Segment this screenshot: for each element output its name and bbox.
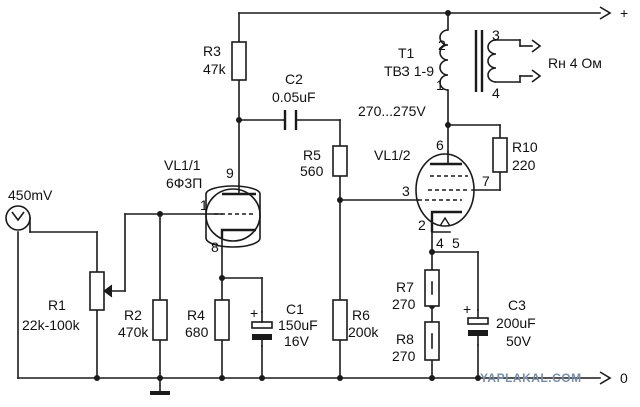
r8-ref: R8 xyxy=(396,331,414,347)
r6-ref: R6 xyxy=(352,307,370,323)
r8-value: 270 xyxy=(392,348,416,364)
r5-resistor xyxy=(332,145,348,177)
power-plus-label: + xyxy=(620,5,628,21)
vl1-ref: VL1/1 xyxy=(164,157,201,173)
r10-value: 220 xyxy=(512,157,536,173)
c2-value: 0.05uF xyxy=(272,89,316,105)
vl2-pin-7: 7 xyxy=(482,173,490,189)
t1-model: ТВЗ 1-9 xyxy=(384,63,434,79)
r1-ref: R1 xyxy=(48,297,66,313)
vl2-pin-6: 6 xyxy=(436,137,444,153)
input-level-label: 450mV xyxy=(8,187,53,203)
vl2-pin-3: 3 xyxy=(402,183,410,199)
r1-value: 22k-100k xyxy=(22,317,81,333)
load-label: Rн 4 Ом xyxy=(548,55,602,71)
t1-transformer xyxy=(439,29,497,92)
c3-value: 200uF xyxy=(496,315,536,331)
r6-resistor xyxy=(332,299,348,341)
r1-potentiometer xyxy=(89,271,113,311)
power-plus-terminal xyxy=(599,6,612,20)
t1-pin-2: 2 xyxy=(438,37,446,53)
t1-pin-1: 1 xyxy=(436,77,444,93)
vl1-triode xyxy=(205,185,261,248)
t1-ref: T1 xyxy=(398,45,415,61)
t1-pin-4: 4 xyxy=(492,85,500,101)
t1-pin-3: 3 xyxy=(492,27,500,43)
r5-value: 560 xyxy=(300,163,324,179)
input-jack xyxy=(5,205,31,233)
vl2-pin-4: 4 xyxy=(436,235,444,251)
c2-ref: C2 xyxy=(285,71,303,87)
c1-polarity: + xyxy=(250,305,258,321)
vl2-ref: VL1/2 xyxy=(374,147,411,163)
r2-ref: R2 xyxy=(124,307,142,323)
vl2-pin-2: 2 xyxy=(418,217,426,233)
vl1-type: 6Ф3П xyxy=(166,175,202,191)
c3-polarity: + xyxy=(463,301,471,317)
r7-ref: R7 xyxy=(396,279,414,295)
r4-ref: R4 xyxy=(187,307,205,323)
anode-voltage-label: 270...275V xyxy=(358,103,426,119)
vl2-pin-5: 5 xyxy=(452,235,460,251)
r2-resistor xyxy=(152,299,168,341)
r4-resistor xyxy=(214,299,230,341)
vl1-pin-1: 1 xyxy=(200,197,208,213)
c3-voltage: 50V xyxy=(506,333,532,349)
r5-ref: R5 xyxy=(303,147,321,163)
vl1-pin-8: 8 xyxy=(211,239,219,255)
r3-value: 47k xyxy=(203,61,227,77)
r2-value: 470k xyxy=(118,324,149,340)
c3-ref: C3 xyxy=(508,297,526,313)
c2-capacitor xyxy=(283,110,298,130)
r10-ref: R10 xyxy=(512,139,538,155)
c3-capacitor xyxy=(467,309,489,346)
power-zero-terminal xyxy=(599,371,612,385)
r10-resistor xyxy=(492,137,508,173)
c1-capacitor xyxy=(251,311,273,347)
load-terminals xyxy=(531,39,542,83)
vl1-pin-9: 9 xyxy=(226,165,234,181)
watermark: YAPLAKAL.COM xyxy=(480,371,582,385)
c1-ref: C1 xyxy=(286,301,304,317)
c1-value: 150uF xyxy=(278,317,318,333)
r3-ref: R3 xyxy=(203,43,221,59)
vl2-pentode xyxy=(415,151,475,232)
r6-value: 200k xyxy=(348,324,379,340)
c1-voltage: 16V xyxy=(284,333,310,349)
r4-value: 680 xyxy=(185,324,209,340)
power-zero-label: 0 xyxy=(620,370,628,386)
r3-resistor xyxy=(231,41,247,81)
r7-value: 270 xyxy=(392,296,416,312)
